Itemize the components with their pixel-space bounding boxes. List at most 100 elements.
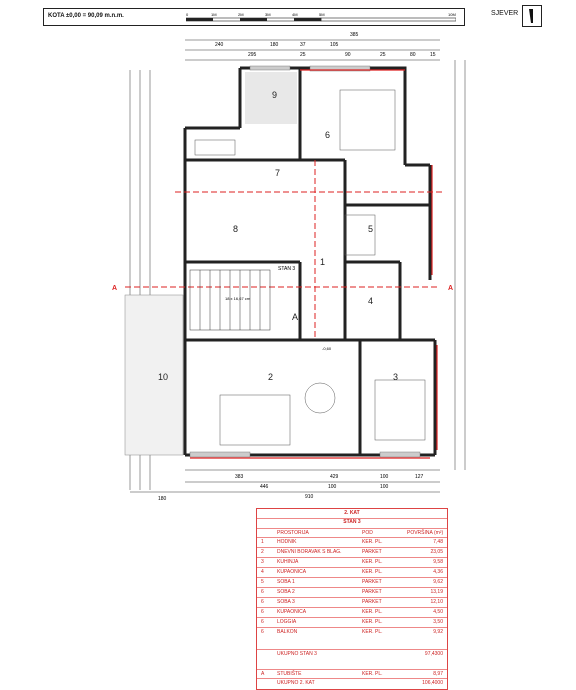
stair-name: STUBIŠTE: [277, 671, 302, 677]
windows: [189, 65, 421, 458]
cell-name: BALKON: [277, 629, 298, 635]
room-number: 7: [275, 168, 280, 178]
dimension-label: 180: [158, 496, 167, 502]
room-number: 3: [393, 372, 398, 382]
elevation-label: KOTA ±0,00 = 90,09 m.n.m.: [48, 13, 124, 19]
room-number: 5: [368, 224, 373, 234]
cell-pov: 13,19: [430, 589, 443, 595]
dimension-label: 100: [380, 474, 389, 480]
room-number: 9: [272, 90, 277, 100]
total-stan-name: UKUPNO STAN 3: [277, 651, 317, 657]
table-row: 6 SOBA 3 PARKET 12,10: [257, 597, 447, 606]
dimension-label: 100: [380, 484, 389, 490]
furniture: [194, 89, 426, 446]
room-number: 1: [320, 257, 325, 267]
cell-br: 4: [261, 569, 264, 575]
svg-text:18 x 16,67 cm: 18 x 16,67 cm: [225, 296, 251, 301]
cell-name: LOGGIA: [277, 619, 297, 625]
dimension-label: 80: [410, 52, 416, 58]
dimension-label: 180: [270, 42, 279, 48]
table-title: 2. KAT: [344, 510, 360, 516]
cell-name: SOBA 1: [277, 579, 295, 585]
dimension-label: 240: [215, 42, 224, 48]
svg-text:A: A: [112, 285, 117, 292]
cell-br: 6: [261, 589, 264, 595]
stair-pov: 8,97: [433, 671, 443, 677]
room-number: 10: [158, 372, 168, 382]
cell-pov: 12,10: [430, 599, 443, 605]
cell-pov: 9,92: [433, 629, 443, 635]
cell-pod: PARKET: [362, 589, 382, 595]
loggia-area: [245, 72, 297, 124]
stair: [189, 269, 271, 331]
cell-name: KUHINJA: [277, 559, 299, 565]
cell-pod: PARKET: [362, 599, 382, 605]
cell-pod: KER. PL.: [362, 559, 383, 565]
total-stan-pov: 97,4300: [424, 651, 443, 657]
cell-pov: 4,36: [433, 569, 443, 575]
stair-br: A: [261, 671, 265, 677]
dimension-label: 37: [300, 42, 306, 48]
dimension-label: 25: [380, 52, 386, 58]
dimension-label: 25: [300, 52, 306, 58]
scale-label: 10M: [448, 12, 456, 17]
cell-pov: 23,05: [430, 549, 443, 555]
cell-name: SOBA 3: [277, 599, 295, 605]
table-header-row: PROSTORIJA POD POVRŠINA (m²): [257, 528, 447, 537]
cell-br: 6: [261, 609, 264, 615]
section-lines: [125, 160, 445, 340]
floor-plan: 240 180 37 105 385 295 25 90 25 80 15: [112, 32, 466, 502]
scale-bar: 0 1M 2M 3M 4M 5M 10M: [186, 12, 456, 22]
stair-row: A STUBIŠTE KER. PL. 8,97: [257, 669, 447, 678]
dimension-label: 295: [248, 52, 257, 58]
dimension-label: 105: [330, 42, 339, 48]
scale-label: 0: [186, 12, 189, 17]
total-kat-pov: 106,4000: [422, 680, 443, 686]
cell-br: 5: [261, 579, 264, 585]
cell-br: 3: [261, 559, 264, 565]
svg-text:STAN 3: STAN 3: [278, 266, 295, 272]
cell-br: 1: [261, 539, 264, 545]
scale-label: 3M: [265, 12, 271, 17]
scale-label: 5M: [319, 12, 325, 17]
cell-pod: PARKET: [362, 579, 382, 585]
room-number: A: [292, 312, 298, 322]
cell-pod: PARKET: [362, 549, 382, 555]
total-kat-row: UKUPNO 2. KAT 106,4000: [257, 678, 447, 687]
cell-pod: KER. PL.: [362, 609, 383, 615]
scale-label: 2M: [238, 12, 244, 17]
dimension-label: 446: [260, 484, 269, 490]
cell-br: 6: [261, 599, 264, 605]
cell-pov: 4,50: [433, 609, 443, 615]
svg-text:-0,60: -0,60: [322, 346, 332, 351]
svg-text:A: A: [448, 285, 453, 292]
scale-label: 4M: [292, 12, 298, 17]
elevation-box: KOTA ±0,00 = 90,09 m.n.m. 0 1M 2M 3M 4M …: [43, 8, 465, 26]
header-pov: POVRŠINA (m²): [407, 530, 444, 536]
north-arrow-icon: [522, 5, 542, 27]
dimension-label: 910: [305, 494, 314, 500]
north-label: SJEVER: [491, 10, 519, 17]
stair-pod: KER. PL.: [362, 671, 383, 677]
cell-pod: KER. PL.: [362, 569, 383, 575]
room-numbers: 9 6 7 8 5 1 4 A 2 3 10: [158, 90, 398, 382]
dimension-label: 100: [328, 484, 337, 490]
dimension-label: 429: [330, 474, 339, 480]
dimension-label: 90: [345, 52, 351, 58]
scale-label: 1M: [211, 12, 217, 17]
cell-name: DNEVNI BORAVAK S BLAG.: [277, 549, 342, 555]
table-row: 6 SOBA 2 PARKET 13,19: [257, 587, 447, 596]
room-number: 4: [368, 296, 373, 306]
cell-br: 6: [261, 629, 264, 635]
room-number: 6: [325, 130, 330, 140]
cell-name: SOBA 2: [277, 589, 295, 595]
total-stan-row: UKUPNO STAN 3 97,4300: [257, 649, 447, 658]
